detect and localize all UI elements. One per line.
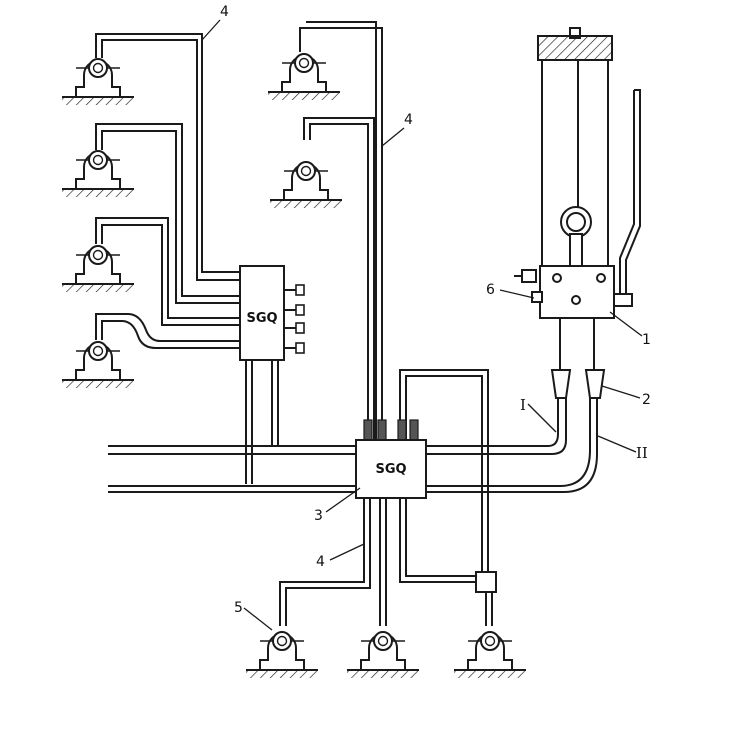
lubrication-pump — [514, 27, 641, 399]
callout-2: 2 — [642, 392, 651, 408]
callout-4-top: 4 — [220, 4, 229, 20]
callout-4-low: 4 — [316, 554, 325, 570]
distributor-upper-label: SGQ — [246, 311, 277, 326]
callout-4-mid: 4 — [404, 112, 413, 128]
distributor-main: SGQ — [355, 419, 427, 499]
callout-3: 3 — [314, 508, 323, 524]
bearing-left-2 — [61, 150, 135, 198]
bearing-bottom-1 — [245, 631, 319, 679]
callout-pipe-II: II — [636, 444, 648, 462]
bearing-left-4 — [61, 341, 135, 389]
tee-fitting — [475, 571, 497, 593]
bearing-left-3 — [61, 245, 135, 293]
callout-5: 5 — [234, 600, 243, 616]
callout-6: 6 — [486, 282, 495, 298]
callout-pipe-I: I — [520, 396, 526, 414]
bearing-bottom-3 — [453, 631, 527, 679]
distributor-upper: SGQ — [239, 265, 305, 361]
callout-labels: 4 4 6 1 2 I II 3 4 5 — [220, 4, 651, 616]
bearing-top-1 — [267, 53, 341, 101]
callout-leaders — [201, 19, 643, 631]
distributor-main-label: SGQ — [375, 462, 406, 477]
bearing-top-2 — [269, 161, 343, 209]
bearing-left-1 — [61, 58, 135, 106]
pipe-network — [95, 21, 598, 626]
bearing-bottom-2 — [346, 631, 420, 679]
callout-1: 1 — [642, 332, 651, 348]
